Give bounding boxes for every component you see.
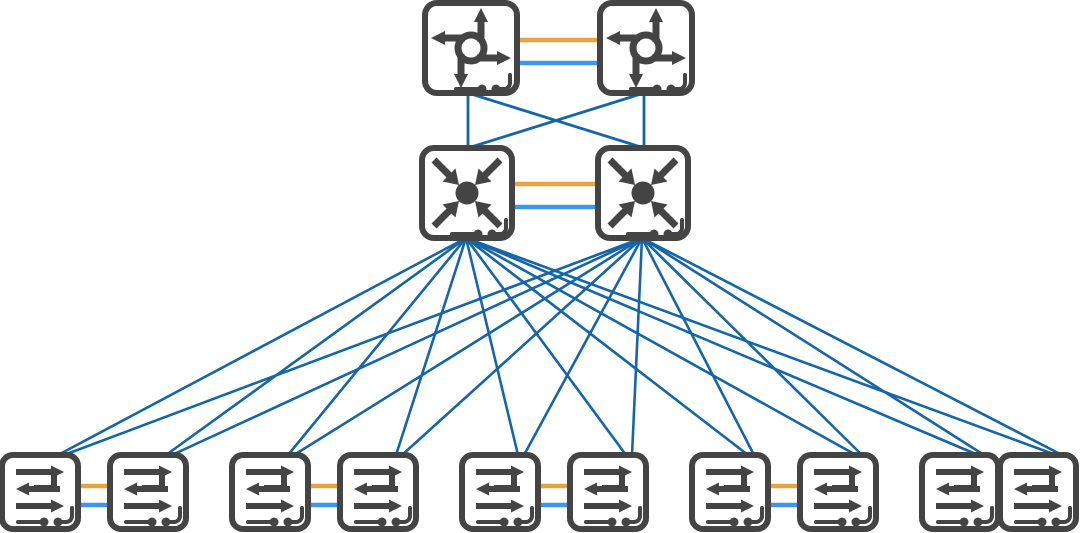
device-leaf-6[interactable] <box>567 452 649 532</box>
device-body[interactable] <box>597 0 695 96</box>
device-leaf-3[interactable] <box>229 452 311 532</box>
uplink-agg2-leaf7 <box>640 236 756 457</box>
uplink-agg2-leaf10 <box>640 236 1064 457</box>
uplink-agg1-leaf7 <box>464 236 750 457</box>
device-leaf-8[interactable] <box>797 452 879 532</box>
device-leaf-5[interactable] <box>459 452 541 532</box>
device-spine-2[interactable] <box>597 0 695 96</box>
uplink-agg1-leaf2 <box>164 236 468 457</box>
device-leaf-9[interactable] <box>919 452 1001 532</box>
aggregation-to-access-links <box>56 236 1064 457</box>
switch-icon <box>706 466 754 513</box>
device-body[interactable] <box>422 0 520 96</box>
uplink-agg2-leaf5 <box>522 236 644 457</box>
spine-to-aggregation-links <box>466 91 646 150</box>
uplink-agg1-leaf4 <box>394 236 468 457</box>
switch-icon <box>584 466 632 513</box>
tier-spine <box>422 0 695 96</box>
device-leaf-1[interactable] <box>0 452 81 532</box>
device-agg-2[interactable] <box>595 145 691 241</box>
tier-access <box>0 452 1079 532</box>
device-spine-1[interactable] <box>422 0 520 96</box>
uplink-agg2-leaf3 <box>292 236 644 457</box>
uplink-agg2-leaf2 <box>170 236 644 457</box>
device-leaf-4[interactable] <box>337 452 419 532</box>
switch-icon <box>814 466 862 513</box>
uplink-agg1-leaf3 <box>286 236 468 457</box>
device-leaf-7[interactable] <box>689 452 771 532</box>
uplink-agg2-leaf6 <box>630 236 644 457</box>
uplink-agg2-leaf1 <box>62 236 644 457</box>
switch-icon <box>1014 466 1062 513</box>
device-leaf-10[interactable] <box>997 452 1079 532</box>
aggregation-pair-links <box>512 181 598 210</box>
uplink-agg1-leaf1 <box>56 236 468 457</box>
uplink-agg1-leaf9 <box>464 236 980 457</box>
tier-aggregation <box>419 145 691 241</box>
switch-icon <box>124 466 172 513</box>
device-leaf-2[interactable] <box>107 452 189 532</box>
switch-icon <box>354 466 402 513</box>
spine-pair-links <box>517 37 600 66</box>
uplink-agg1-leaf6 <box>464 236 628 457</box>
uplink-agg2-leaf4 <box>400 236 644 457</box>
uplink-agg1-leaf5 <box>464 236 520 457</box>
uplink-agg2-leaf8 <box>640 236 864 457</box>
uplink-agg2-leaf9 <box>640 236 986 457</box>
switch-icon <box>246 466 294 513</box>
uplink-spine2-agg1 <box>466 91 646 150</box>
switch-icon <box>16 466 64 513</box>
switch-icon <box>936 466 984 513</box>
switch-icon <box>476 466 524 513</box>
device-agg-1[interactable] <box>419 145 515 241</box>
uplink-agg1-leaf8 <box>464 236 858 457</box>
